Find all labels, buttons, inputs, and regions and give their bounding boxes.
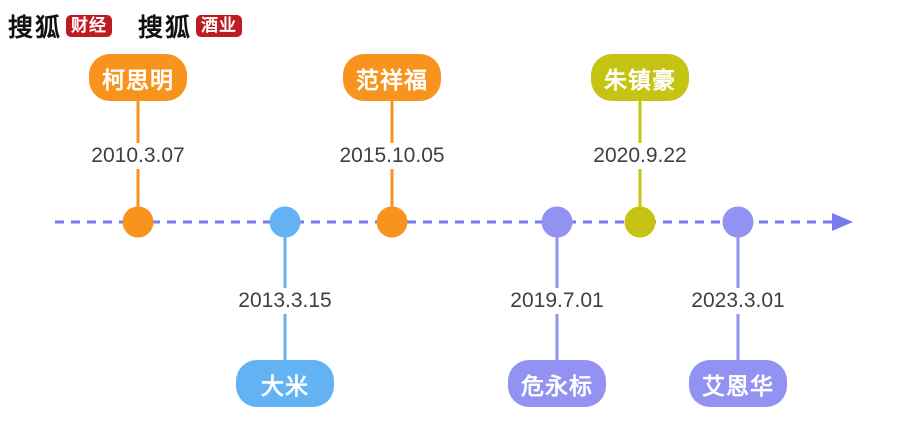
event-name-pill: 范祥福 <box>343 54 441 101</box>
sohu-liquor-logo: 搜狐 酒业 <box>138 8 243 44</box>
event-dot <box>541 206 573 238</box>
liquor-badge: 酒业 <box>196 15 243 37</box>
event-date: 2019.7.01 <box>506 288 608 314</box>
event-dot <box>122 206 154 238</box>
event-dot <box>269 206 301 238</box>
event-dot <box>722 206 754 238</box>
event-name-pill: 朱镇豪 <box>591 54 689 101</box>
event-name-pill: 大米 <box>236 360 334 407</box>
event-date: 2020.9.22 <box>589 143 691 169</box>
event-dot <box>376 206 408 238</box>
event-dot <box>624 206 656 238</box>
event-name-pill: 危永标 <box>508 360 606 407</box>
sohu-finance-logo: 搜狐 财经 <box>8 8 113 44</box>
event-date: 2023.3.01 <box>687 288 789 314</box>
arrow-right-icon <box>832 213 853 231</box>
event-date: 2015.10.05 <box>335 143 449 169</box>
sohu-wordmark: 搜狐 <box>8 15 63 42</box>
event-name-pill: 柯思明 <box>89 54 187 101</box>
event-date: 2013.3.15 <box>234 288 336 314</box>
header-logos: 搜狐 财经 搜狐 酒业 <box>8 8 243 44</box>
finance-badge: 财经 <box>66 15 113 37</box>
sohu-wordmark: 搜狐 <box>138 15 193 42</box>
event-date: 2010.3.07 <box>87 143 189 169</box>
event-name-pill: 艾恩华 <box>689 360 787 407</box>
